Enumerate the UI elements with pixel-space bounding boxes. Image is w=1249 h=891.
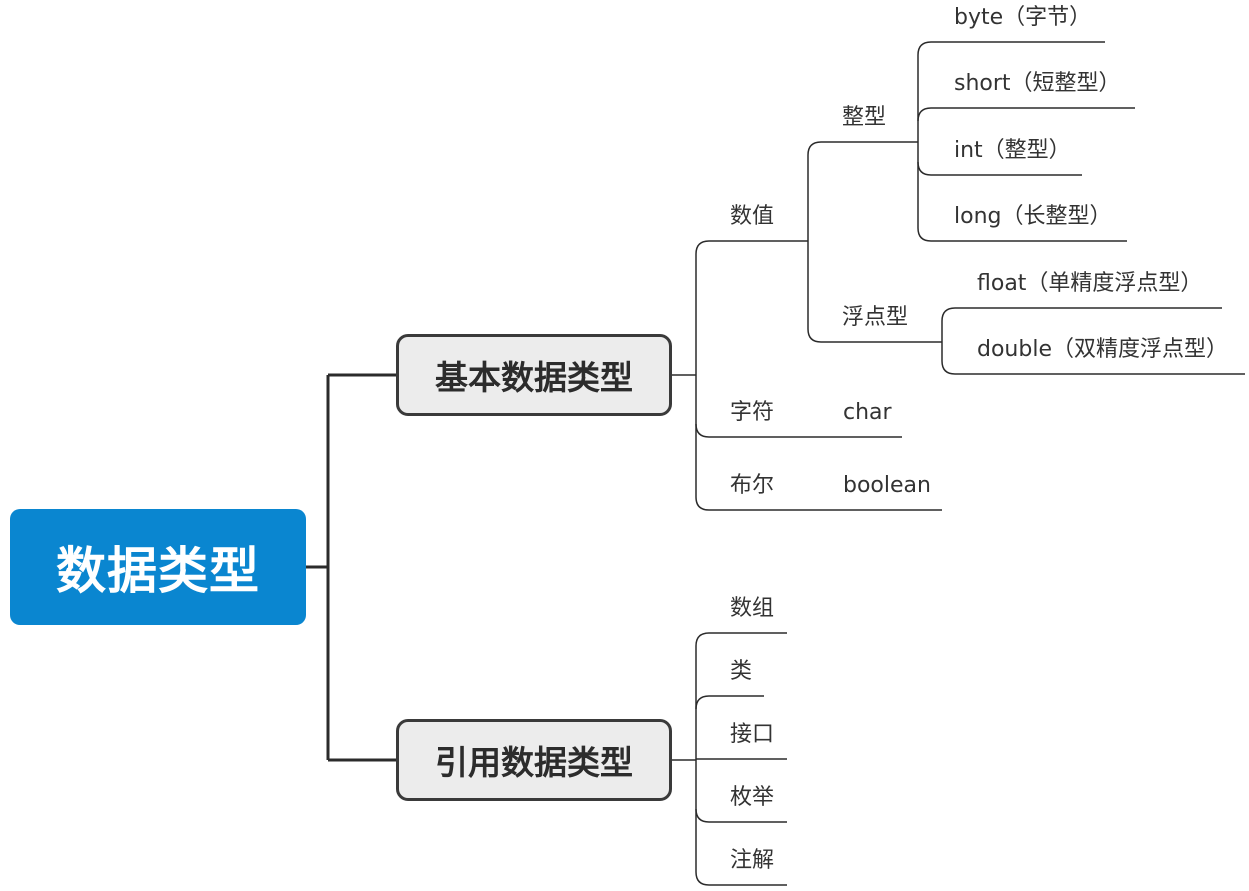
underline-enum — [695, 808, 787, 823]
float-node[interactable]: 浮点型 — [842, 305, 909, 330]
integer-item[interactable]: long（长整型） — [954, 204, 1112, 229]
underline-array — [695, 632, 787, 647]
underline-numeric — [695, 240, 808, 255]
root-node[interactable]: 数据类型 — [10, 509, 306, 625]
bool-node[interactable]: 布尔 — [730, 473, 775, 498]
underline-bool — [695, 496, 942, 511]
underline-integer — [807, 141, 918, 156]
reference-item[interactable]: 接口 — [730, 722, 775, 747]
reference-item[interactable]: 数组 — [730, 596, 775, 621]
float-item[interactable]: double（双精度浮点型） — [977, 337, 1228, 362]
integer-item[interactable]: short（短整型） — [954, 71, 1121, 96]
reference-types-label: 引用数据类型 — [435, 743, 633, 782]
integer-node[interactable]: 整型 — [842, 105, 887, 130]
bool-type-node[interactable]: boolean — [843, 473, 931, 498]
reference-item[interactable]: 注解 — [730, 848, 775, 873]
connector-root — [306, 373, 396, 762]
basic-types-label: 基本数据类型 — [435, 358, 633, 397]
root-label: 数据类型 — [56, 542, 260, 600]
integer-item[interactable]: byte（字节） — [954, 5, 1092, 30]
underline-float-type — [941, 307, 1222, 322]
reference-types-node[interactable]: 引用数据类型 — [396, 719, 672, 801]
underline-long — [917, 227, 1127, 242]
float-item[interactable]: float（单精度浮点型） — [977, 271, 1203, 296]
underline-annotation — [695, 871, 787, 886]
reference-item[interactable]: 类 — [730, 659, 753, 684]
integer-item[interactable]: int（整型） — [954, 138, 1071, 163]
char-node[interactable]: 字符 — [730, 400, 775, 425]
underline-class — [695, 695, 764, 710]
underline-byte — [917, 41, 1105, 56]
underline-int — [917, 161, 1082, 176]
underline-double — [941, 360, 1245, 375]
basic-types-node[interactable]: 基本数据类型 — [396, 334, 672, 416]
underline-short — [917, 107, 1135, 122]
char-type-node[interactable]: char — [843, 400, 892, 425]
underline-float — [807, 328, 942, 343]
reference-item[interactable]: 枚举 — [730, 785, 775, 810]
numeric-node[interactable]: 数值 — [730, 204, 775, 229]
underline-char — [695, 423, 902, 438]
